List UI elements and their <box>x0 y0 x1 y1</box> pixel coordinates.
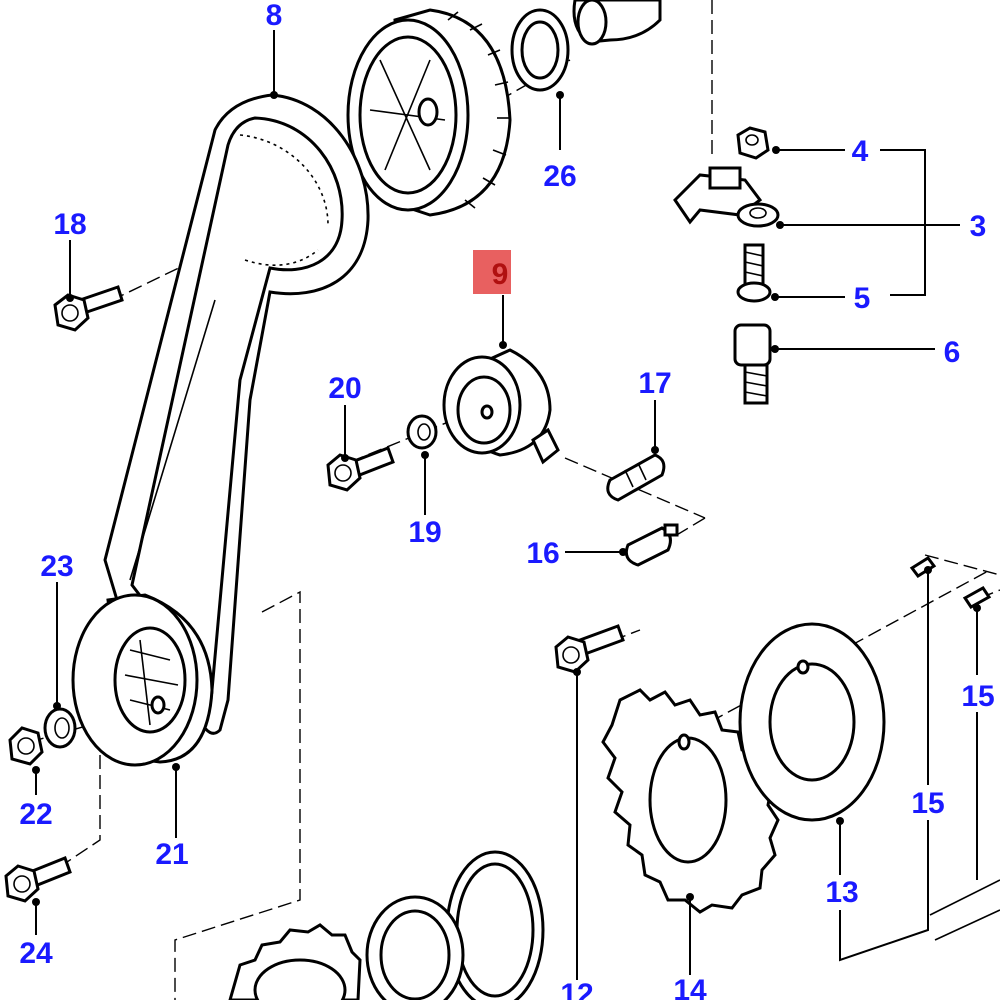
lower-gear <box>228 923 362 1000</box>
camshaft-oil-seal <box>510 8 570 92</box>
bolt-22 <box>8 726 44 766</box>
woodruff-key-b <box>962 586 992 609</box>
tensioner-pulley <box>442 348 560 465</box>
callout-19: 19 <box>408 516 441 549</box>
callout-22: 22 <box>19 798 52 831</box>
callout-24: 24 <box>19 937 53 970</box>
stud-6 <box>733 323 772 405</box>
callout-20: 20 <box>328 372 361 405</box>
callout-8: 8 <box>266 0 283 32</box>
pin-17 <box>606 453 666 502</box>
camshaft-end <box>572 0 662 46</box>
callout-4: 4 <box>852 135 869 168</box>
leader-dots <box>32 91 981 906</box>
callout-23: 23 <box>40 550 73 583</box>
callout-26: 26 <box>543 160 576 193</box>
bolt-12 <box>554 624 625 674</box>
callout-16: 16 <box>526 537 559 570</box>
washer-3 <box>736 202 780 228</box>
callout-18: 18 <box>53 208 86 241</box>
callout-9: 9 <box>492 258 509 291</box>
callout-15b: 15 <box>961 680 994 713</box>
highlight-box <box>473 250 511 294</box>
bolt-24 <box>4 856 72 903</box>
lower-seal-inner <box>365 895 465 1000</box>
washer-23 <box>43 707 77 749</box>
bolt-18 <box>53 285 124 332</box>
lower-seal-outer <box>445 850 545 1000</box>
woodruff-key-a <box>909 555 937 579</box>
callout-3: 3 <box>970 210 987 243</box>
bolt-5 <box>736 243 772 303</box>
callout-17: 17 <box>638 367 671 400</box>
callout-13: 13 <box>825 876 858 909</box>
callout-21: 21 <box>155 838 188 871</box>
crankshaft-pulley <box>71 593 214 767</box>
washer-19 <box>406 414 438 450</box>
bolt-20 <box>326 446 395 492</box>
callout-labels: 8 26 4 3 5 6 18 9 20 17 19 16 23 22 21 2… <box>19 0 994 1000</box>
callout-6: 6 <box>944 336 961 369</box>
callout-15a: 15 <box>911 787 944 820</box>
trigger-disc <box>738 622 886 822</box>
timing-belt <box>103 93 370 735</box>
callout-14: 14 <box>673 974 707 1000</box>
callout-5: 5 <box>854 282 871 315</box>
callout-12: 12 <box>560 978 593 1000</box>
pin-16 <box>624 523 679 567</box>
leader-lines <box>35 30 978 980</box>
crankshaft-end <box>929 879 1000 941</box>
camshaft-pulley <box>346 8 512 217</box>
crank-sprocket <box>601 688 780 914</box>
nut-4 <box>736 126 770 160</box>
